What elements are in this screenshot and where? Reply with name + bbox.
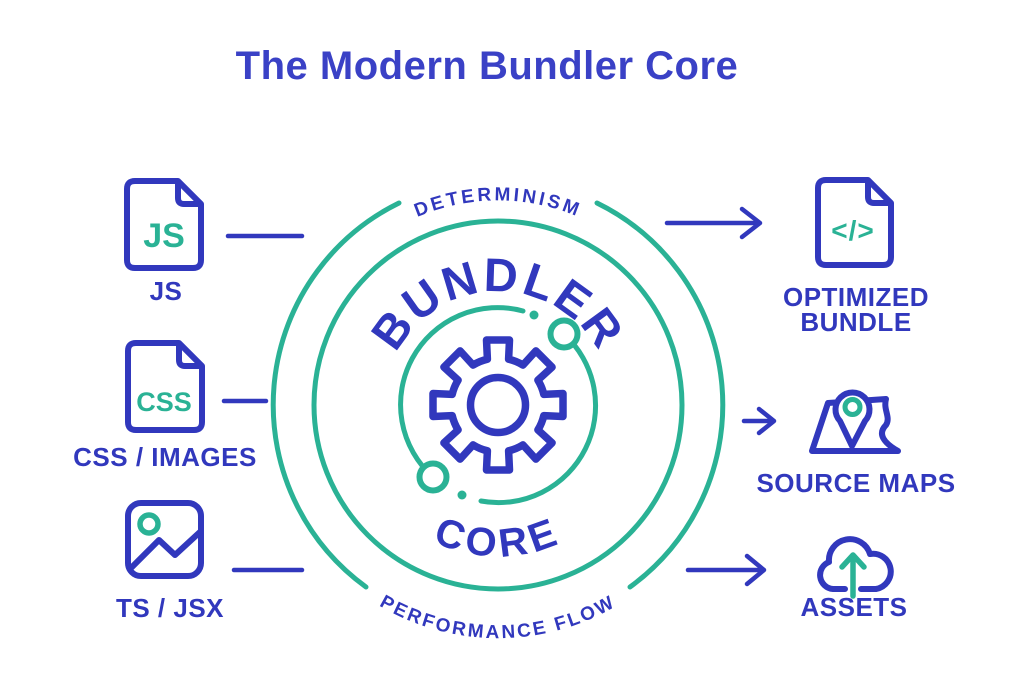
arrow-assets xyxy=(685,553,767,587)
page-title: The Modern Bundler Core xyxy=(236,44,739,88)
arrow-source-maps xyxy=(741,406,777,436)
image-sun-dot xyxy=(137,512,161,536)
output-label-bundle: BUNDLE xyxy=(800,307,911,337)
inner-orbit-right-arc xyxy=(478,331,599,506)
outer-ring-left-arc xyxy=(270,200,402,590)
image-mountains xyxy=(127,529,203,572)
outer-ring-top-label: DETERMINISM xyxy=(411,184,584,221)
js-doc-badge: JS xyxy=(143,217,185,255)
code-file-icon: </> xyxy=(815,177,894,268)
output-label-assets: ASSETS xyxy=(800,592,907,622)
outer-ring-right-arc xyxy=(594,200,726,590)
code-doc-badge: </> xyxy=(831,215,874,246)
css-file-icon: CSS xyxy=(125,340,205,433)
map-pin-icon xyxy=(809,389,901,454)
pin-center-dot xyxy=(842,397,863,417)
inner-orbit-left-arc xyxy=(398,305,526,480)
orbit-node-top-icon xyxy=(547,317,581,351)
output-label-source-maps: SOURCE MAPS xyxy=(756,468,955,498)
image-file-icon xyxy=(125,500,204,579)
orbit-dot-top xyxy=(529,310,539,320)
gear-icon xyxy=(429,336,567,474)
arrowhead-icon xyxy=(756,406,777,436)
code-doc-fold xyxy=(865,180,891,206)
orbit-node-bottom-icon xyxy=(416,460,450,494)
css-doc-badge: CSS xyxy=(136,387,192,417)
css-doc-fold xyxy=(176,343,202,369)
arrow-optimized-bundle xyxy=(664,206,763,240)
js-doc-fold xyxy=(175,181,201,207)
output-label-optimized: OPTIMIZED xyxy=(783,282,929,312)
input-label-ts-jsx: TS / JSX xyxy=(116,593,224,623)
core-ring-bottom-label: CORE xyxy=(429,509,567,566)
input-label-css-images: CSS / IMAGES xyxy=(73,442,257,472)
arrowhead-icon xyxy=(744,553,767,587)
orbit-dot-bottom xyxy=(457,490,467,500)
arrowhead-icon xyxy=(739,206,763,240)
input-label-js: JS xyxy=(150,276,183,306)
outer-ring-bottom-label: PERFORMANCE FLOW xyxy=(376,591,619,643)
cloud-upload-icon xyxy=(817,536,894,599)
js-file-icon: JS xyxy=(124,178,204,271)
gear-hole xyxy=(466,373,530,437)
middle-ring-circle xyxy=(311,218,685,592)
upload-arrow-head xyxy=(839,552,867,570)
